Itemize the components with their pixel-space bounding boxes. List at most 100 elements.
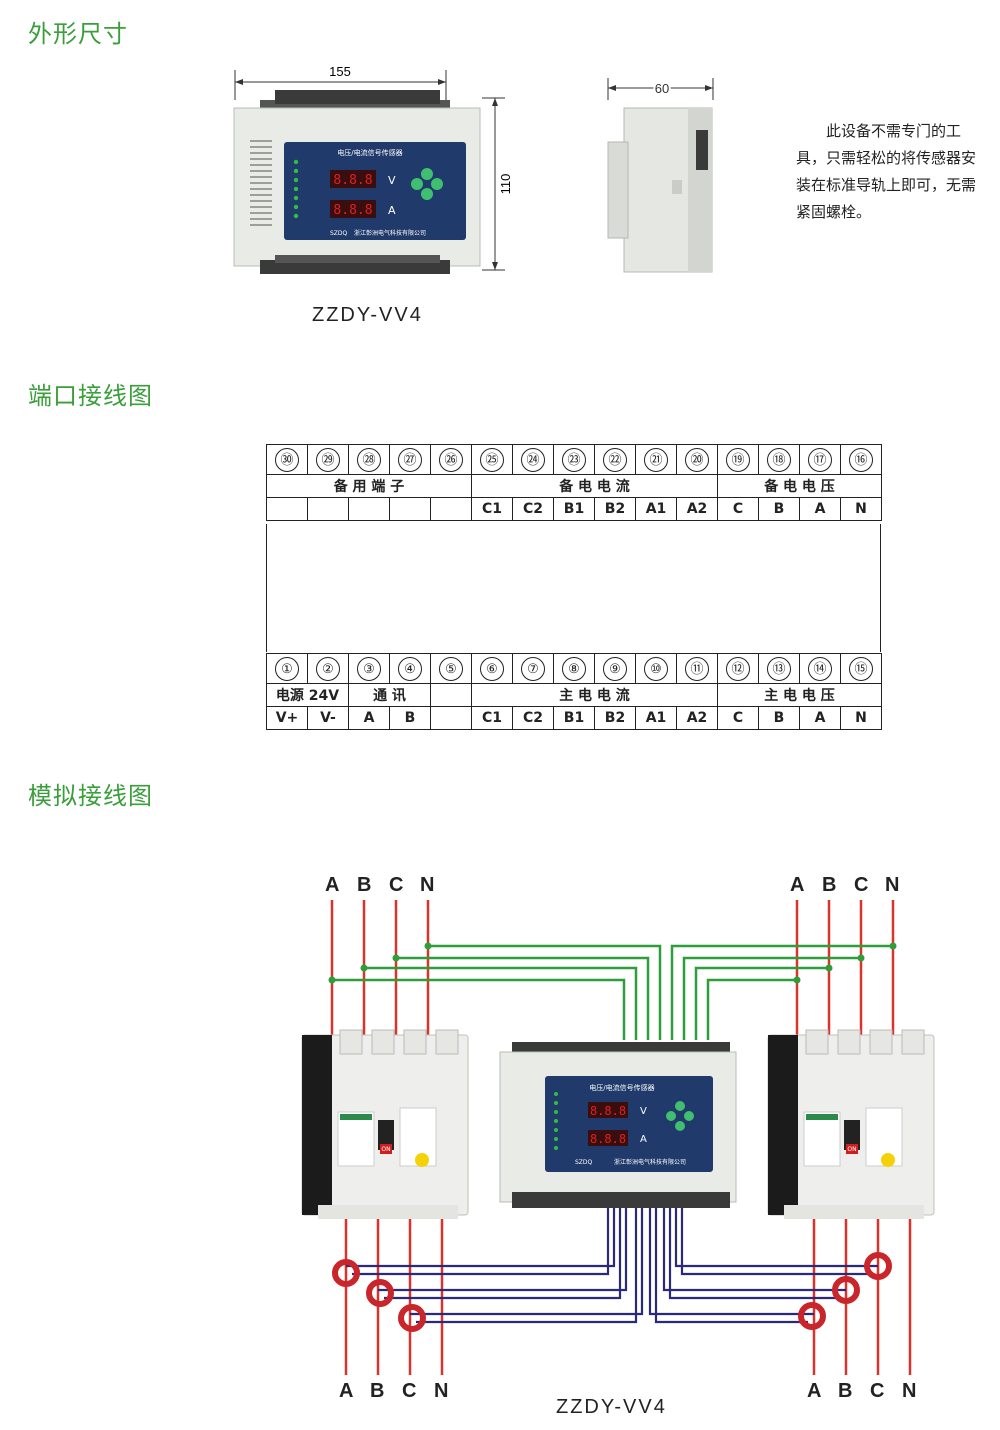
svg-text:8.8.8: 8.8.8	[333, 173, 372, 188]
group-label: 备 电 电 流	[471, 474, 718, 498]
svg-text:浙江彰洲电气科技有限公司: 浙江彰洲电气科技有限公司	[354, 229, 426, 237]
port-number: ㉑	[644, 447, 668, 472]
wiring-diagram: ON 电压/电流信号传感器 8.8.8 8.8.8 V A SZDQ 浙江彰洲电…	[301, 900, 935, 1375]
svg-text:8.8.8: 8.8.8	[590, 1132, 626, 1146]
phase-label: N	[434, 1380, 449, 1402]
section-title-ports: 端口接线图	[28, 382, 153, 410]
group-label	[430, 683, 472, 707]
port-table-bottom: ① ② ③ ④ ⑤ ⑥ ⑦ ⑧ ⑨ ⑩ ⑪ ⑫ ⑬ ⑭ ⑮ 电源 24V 通 讯…	[266, 653, 882, 730]
phase-label: B	[357, 874, 372, 896]
depth-label: 60	[655, 81, 669, 96]
phase-label: N	[902, 1380, 917, 1402]
svg-text:V: V	[640, 1106, 647, 1117]
port-number: ③	[357, 656, 381, 681]
port-number: ⑨	[603, 656, 627, 681]
pin-label: A2	[676, 497, 718, 521]
pin-label: C2	[512, 497, 554, 521]
port-number: ㉒	[603, 447, 627, 472]
phase-label: C	[870, 1380, 885, 1402]
phase-label: A	[790, 874, 805, 896]
group-label: 主 电 电 流	[471, 683, 718, 707]
pin-label: B	[389, 706, 431, 730]
svg-text:SZDQ: SZDQ	[330, 230, 348, 237]
port-number: ⑩	[644, 656, 668, 681]
phase-label: B	[822, 874, 837, 896]
pin-label: A	[799, 497, 841, 521]
pin-label: V+	[266, 706, 308, 730]
device-side-drawing: 60	[607, 78, 714, 273]
width-label: 155	[329, 64, 351, 79]
installation-note: 此设备不需专门的工具，只需轻松的将传感器安装在标准导轨上即可，无需紧固螺栓。	[796, 122, 977, 221]
pin-label: A	[348, 706, 390, 730]
svg-text:浙江彰洲电气科技有限公司: 浙江彰洲电气科技有限公司	[614, 1158, 686, 1166]
port-number: ⑲	[726, 447, 750, 472]
port-number: ㉚	[275, 447, 299, 472]
pin-label: A1	[635, 706, 677, 730]
phase-label: A	[339, 1380, 354, 1402]
pin-label: C1	[471, 706, 513, 730]
pin-label: A2	[676, 706, 718, 730]
pin-label: B2	[594, 706, 636, 730]
svg-text:A: A	[640, 1134, 647, 1145]
port-number: ⑭	[808, 656, 832, 681]
pin-label: A1	[635, 497, 677, 521]
group-label: 主 电 电 压	[717, 683, 882, 707]
pin-label: C2	[512, 706, 554, 730]
pin-label: B	[758, 706, 800, 730]
pin-label: B1	[553, 706, 595, 730]
phase-label: B	[370, 1380, 385, 1402]
port-diagram-body	[266, 524, 881, 652]
port-number: ⑳	[685, 447, 709, 472]
left-phase-wires	[330, 900, 444, 1375]
svg-text:8.8.8: 8.8.8	[590, 1104, 626, 1118]
pin-label	[430, 497, 472, 521]
pin-label	[348, 497, 390, 521]
port-number: ⑪	[685, 656, 709, 681]
port-number: ㉗	[398, 447, 422, 472]
device-front-drawing: 155 110 电压/电流信号传感器 8.8.8 8.8.8 V A SZDQ …	[233, 64, 513, 274]
svg-text:8.8.8: 8.8.8	[333, 203, 372, 218]
right-phase-wires	[795, 900, 912, 1375]
svg-text:V: V	[388, 174, 396, 187]
pin-label: C	[717, 706, 759, 730]
height-label: 110	[498, 174, 513, 195]
port-number: ㉙	[316, 447, 340, 472]
current-wires	[346, 1205, 878, 1324]
section-title-wiring: 模拟接线图	[28, 782, 153, 810]
svg-text:电压/电流信号传感器: 电压/电流信号传感器	[589, 1083, 654, 1092]
group-label: 备 电 电 压	[717, 474, 882, 498]
group-label: 通 讯	[348, 683, 431, 707]
phase-label: B	[838, 1380, 853, 1402]
port-number: ㉕	[480, 447, 504, 472]
port-number: ⑬	[767, 656, 791, 681]
phase-label: A	[325, 874, 340, 896]
phase-label: A	[807, 1380, 822, 1402]
port-number: ⑧	[562, 656, 586, 681]
port-number: ⑰	[808, 447, 832, 472]
pin-label	[430, 706, 472, 730]
phase-label: C	[854, 874, 869, 896]
group-label: 电源 24V	[266, 683, 349, 707]
phase-label: C	[402, 1380, 417, 1402]
port-number: ⑫	[726, 656, 750, 681]
port-number: ㉔	[521, 447, 545, 472]
port-number: ⑤	[439, 656, 463, 681]
current-transformers	[332, 1252, 892, 1332]
pin-label: B	[758, 497, 800, 521]
section-title-dimensions: 外形尺寸	[28, 20, 128, 48]
pin-label: N	[840, 706, 882, 730]
port-number: ⑦	[521, 656, 545, 681]
right-breaker: ON	[767, 1029, 935, 1219]
pin-label: C1	[471, 497, 513, 521]
port-number: ㉓	[562, 447, 586, 472]
port-number: ⑯	[849, 447, 873, 472]
pin-label	[389, 497, 431, 521]
port-number: ②	[316, 656, 340, 681]
pin-label: B2	[594, 497, 636, 521]
pin-label: N	[840, 497, 882, 521]
svg-text:SZDQ: SZDQ	[575, 1159, 593, 1166]
port-number: ①	[275, 656, 299, 681]
port-number: ⑱	[767, 447, 791, 472]
port-number: ⑥	[480, 656, 504, 681]
port-number: ⑮	[849, 656, 873, 681]
